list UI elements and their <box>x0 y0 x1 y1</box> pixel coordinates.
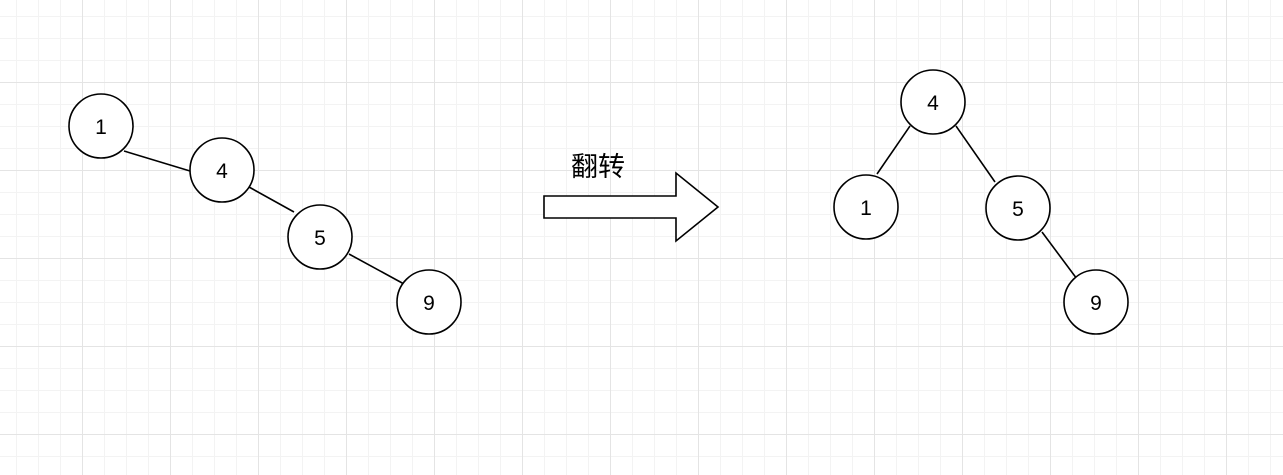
left-node-9-label: 9 <box>423 292 435 315</box>
left-node-5: 5 <box>287 204 353 270</box>
rotate-arrow: 翻转 <box>543 152 720 243</box>
right-node-9: 9 <box>1063 269 1129 335</box>
left-tree: 1 4 5 9 <box>68 93 462 335</box>
edge-right-4-5 <box>955 125 996 183</box>
arrow-label: 翻转 <box>571 152 625 183</box>
right-tree: 4 1 5 9 <box>833 69 1129 335</box>
right-node-9-label: 9 <box>1090 292 1102 315</box>
left-node-1-label: 1 <box>95 116 107 139</box>
left-node-4-label: 4 <box>216 160 228 183</box>
right-node-5: 5 <box>985 175 1051 241</box>
right-arrow-icon <box>543 171 720 243</box>
edge-left-4-5 <box>248 186 295 213</box>
edge-right-5-9 <box>1041 231 1078 280</box>
right-node-4: 4 <box>900 69 966 135</box>
right-node-1-label: 1 <box>860 197 872 220</box>
edge-left-1-4 <box>123 150 191 172</box>
right-node-1: 1 <box>833 174 899 240</box>
right-node-4-label: 4 <box>927 92 939 115</box>
left-node-9: 9 <box>396 269 462 335</box>
edge-right-4-1 <box>876 125 911 175</box>
left-node-1: 1 <box>68 93 134 159</box>
edge-left-5-9 <box>348 253 405 285</box>
left-node-4: 4 <box>189 137 255 203</box>
left-node-5-label: 5 <box>314 227 326 250</box>
right-node-5-label: 5 <box>1012 198 1024 221</box>
